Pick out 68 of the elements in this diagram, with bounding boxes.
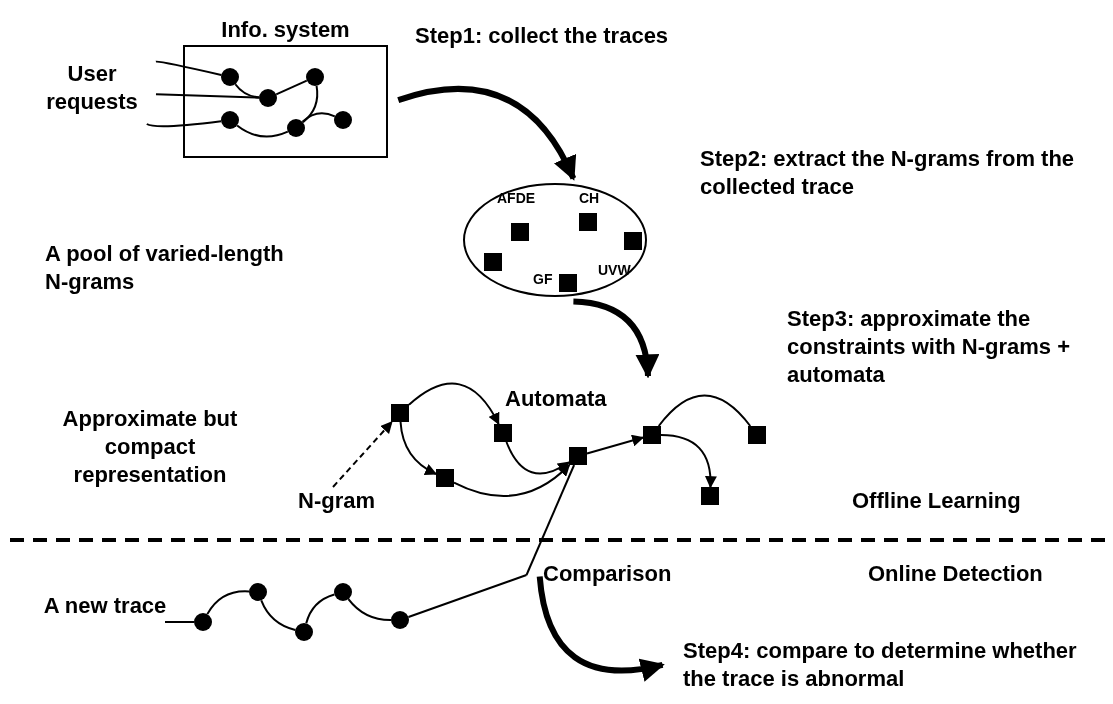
thick-arrow [397, 85, 577, 181]
text-label: User requests [28, 60, 156, 116]
dot [259, 89, 277, 107]
dot [221, 68, 239, 86]
dot [295, 623, 313, 641]
dot [391, 611, 409, 629]
box-heading: Info. system [220, 16, 351, 44]
connector-line [657, 394, 752, 427]
square-marker [436, 469, 454, 487]
connector-line [164, 621, 195, 623]
connector-line [234, 83, 260, 99]
arrow [408, 382, 500, 426]
note-text: Step1: collect the traces [415, 22, 670, 50]
dashed-arrow [332, 421, 393, 488]
note-text: Step2: extract the N-grams from the collected trace [700, 145, 1076, 201]
dot [306, 68, 324, 86]
connector-line [236, 124, 289, 138]
square-marker [643, 426, 661, 444]
connector-line [525, 464, 576, 576]
text-label: Step4: compare to determine whether the trace is abnormal [683, 637, 1093, 693]
text-label: Comparison [543, 560, 708, 588]
connector-line [407, 574, 528, 618]
arrow [660, 434, 717, 489]
square-marker [511, 223, 529, 241]
ngram-label: GF [533, 271, 553, 287]
note-text: Approximate but compact representation [61, 405, 239, 489]
connector-line [305, 593, 336, 625]
thick-arrow [573, 298, 659, 379]
connector-line [145, 120, 223, 128]
connector-line [347, 598, 392, 622]
ngram-label: CH [579, 190, 600, 206]
square-marker [484, 253, 502, 271]
text-label: Automata [505, 385, 635, 413]
connector-line [275, 79, 308, 96]
dot [334, 583, 352, 601]
thick-arrow [536, 576, 665, 682]
pool-ellipse [463, 183, 647, 297]
square-marker [569, 447, 587, 465]
ngram-label: AFDE [497, 190, 536, 206]
text-label: N-gram [298, 487, 398, 515]
connector-line [301, 112, 336, 123]
dot [221, 111, 239, 129]
connector-line [206, 590, 250, 616]
note-text: Online Detection [868, 560, 1044, 588]
connector-line [155, 60, 223, 76]
note-text: Offline Learning [852, 487, 1022, 515]
connector-line [260, 599, 297, 631]
note-text: Step3: approximate the constraints with N-grams + automata [787, 305, 1071, 389]
ngram-label: UVW [598, 262, 631, 278]
connector-line [302, 84, 319, 124]
arrow [505, 441, 570, 475]
dot [287, 119, 305, 137]
arrow [399, 421, 438, 475]
square-marker [391, 404, 409, 422]
square-marker [559, 274, 577, 292]
dot [249, 583, 267, 601]
arrow [586, 434, 645, 455]
square-marker [624, 232, 642, 250]
note-text: A pool of varied-length N-grams [45, 240, 285, 296]
square-marker [494, 424, 512, 442]
dot [194, 613, 212, 631]
square-marker [701, 487, 719, 505]
connector-line [155, 93, 260, 99]
square-marker [579, 213, 597, 231]
square-marker [748, 426, 766, 444]
arrow [453, 464, 571, 497]
dot [334, 111, 352, 129]
note-text: A new trace [42, 592, 168, 620]
